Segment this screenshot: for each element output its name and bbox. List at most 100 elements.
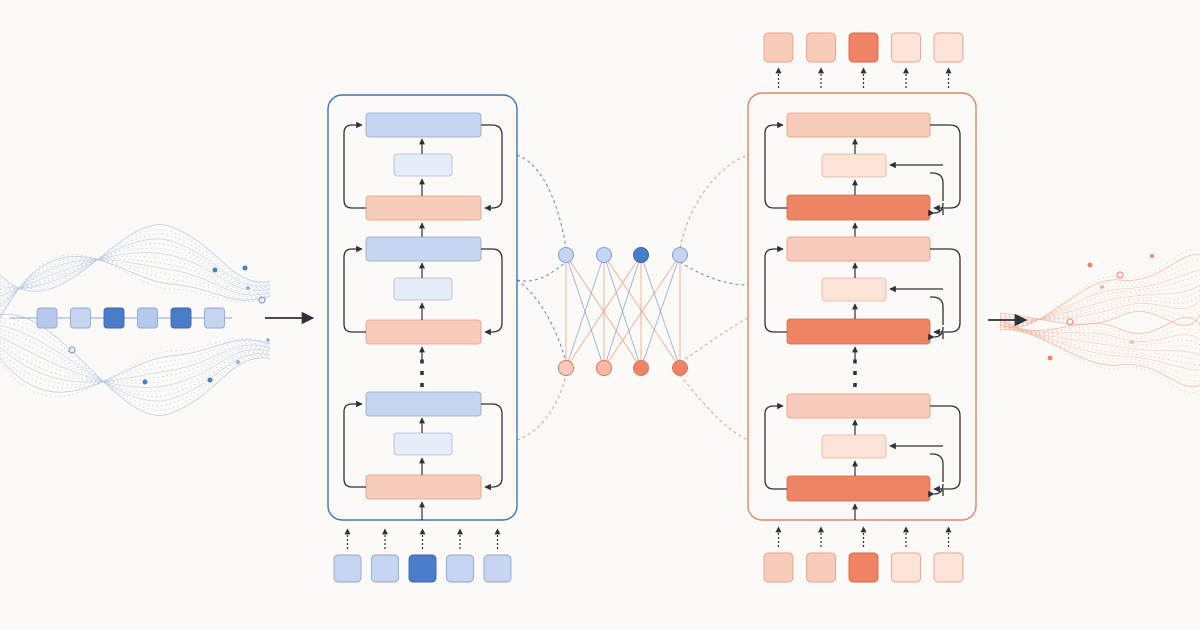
wave-line [0, 344, 271, 383]
encoder-norm-layer [393, 153, 453, 177]
residual-arrow-icon [930, 248, 961, 336]
particle-dot [246, 286, 250, 290]
wave-line [0, 313, 271, 416]
particle-dot [1047, 355, 1053, 361]
wave-line [0, 343, 271, 382]
wave-line [0, 247, 271, 294]
wave-line [999, 329, 1200, 388]
wave-line [0, 257, 271, 315]
encoder-link [516, 279, 567, 363]
encoder-feedforward-layer [365, 112, 482, 138]
particle-dot [1100, 285, 1104, 289]
encoder-feedforward-layer [365, 236, 482, 262]
particle-dot [1130, 340, 1134, 344]
particle-dot [236, 360, 240, 364]
residual-arrow-icon [764, 245, 787, 333]
wave-line [0, 339, 271, 393]
encoder-link [516, 374, 567, 441]
input-sequence-token [204, 307, 225, 329]
wave-line [999, 327, 1200, 376]
encoder-block [343, 391, 503, 500]
residual-arrow-icon [930, 124, 961, 212]
cross-attention-links [516, 154, 749, 441]
particle-dot [258, 296, 266, 304]
decoder-output-token [806, 32, 836, 63]
residual-arrow-icon [764, 121, 787, 209]
encoder-link [516, 154, 567, 249]
wave-line [999, 323, 1200, 356]
wave-line [0, 336, 271, 388]
decoder-output-token [763, 32, 794, 63]
wave-line [0, 317, 271, 411]
attention-link [565, 254, 642, 369]
wave-line [0, 258, 271, 312]
wave-line [0, 255, 271, 319]
wave-line [0, 259, 271, 308]
decoder-cross-attention-layer [821, 153, 887, 178]
wave-line [999, 294, 1200, 320]
wave-line [999, 322, 1200, 351]
particle-dot [242, 265, 248, 271]
decoder-cross-attention-layer [821, 277, 887, 302]
encoder-norm-layer [393, 277, 453, 301]
wave-line [0, 321, 271, 407]
residual-arrow-icon [481, 248, 503, 336]
encoder-block [343, 112, 503, 237]
wave-line [0, 233, 271, 289]
wave-line [999, 284, 1200, 322]
decoder-masked-attention-layer [786, 318, 931, 345]
decoder-feedforward-layer [786, 112, 931, 138]
attention-bottom-node [558, 360, 574, 376]
wave-line [999, 299, 1200, 320]
decoder-feedforward-layer [786, 393, 931, 419]
wave-line [999, 326, 1200, 371]
attention-link [565, 254, 605, 369]
encoder-input-token [483, 554, 512, 583]
decoder-output-token [848, 32, 879, 63]
residual-arrow-icon [481, 403, 503, 491]
output-signal-wave [999, 248, 1200, 393]
wave-line [0, 339, 271, 384]
input-signal-wave [0, 224, 271, 416]
cross-attention-arrow-icon [930, 453, 944, 482]
attention-bottom-node [633, 360, 649, 376]
particle-dot [1087, 262, 1093, 268]
particle-dot [266, 338, 270, 342]
attention-link [603, 254, 642, 369]
decoder-input-token [763, 552, 794, 583]
encoder-input-token [333, 554, 362, 583]
decoder-ellipsis-icon: ⋮ [838, 354, 872, 392]
input-sequence-token [170, 307, 192, 329]
wave-line [999, 274, 1200, 324]
encoder-attention-layer [365, 319, 482, 345]
input-sequence-token [36, 307, 58, 329]
wave-line [0, 238, 271, 289]
wave-line [999, 319, 1200, 340]
attention-link [603, 254, 681, 369]
encoder-block [343, 236, 503, 361]
decoder-masked-attention-layer [786, 194, 931, 221]
encoder-ellipsis-icon: ⋮ [405, 354, 439, 392]
encoder-attention-layer [365, 195, 482, 221]
wave-line [0, 254, 271, 322]
residual-arrow-icon [930, 405, 961, 493]
particle-dot [1116, 271, 1124, 279]
decoder-link [679, 374, 749, 441]
wave-line [999, 316, 1200, 334]
residual-arrow-icon [343, 400, 366, 488]
particle-dot [212, 267, 218, 273]
decoder-frame [747, 92, 977, 521]
wave-line [999, 289, 1200, 321]
encoder-feedforward-layer [365, 391, 482, 417]
encoder-input-tokens [333, 528, 512, 583]
decoder-cross-attention-layer [821, 434, 887, 459]
attention-top-node [558, 247, 574, 263]
attention-top-node [596, 247, 612, 263]
input-sequence-token [70, 307, 91, 329]
wave-line [999, 318, 1200, 337]
decoder-output-token [891, 32, 921, 63]
wave-line [999, 321, 1200, 346]
encoder-input-token [446, 554, 474, 583]
wave-line [0, 252, 271, 297]
